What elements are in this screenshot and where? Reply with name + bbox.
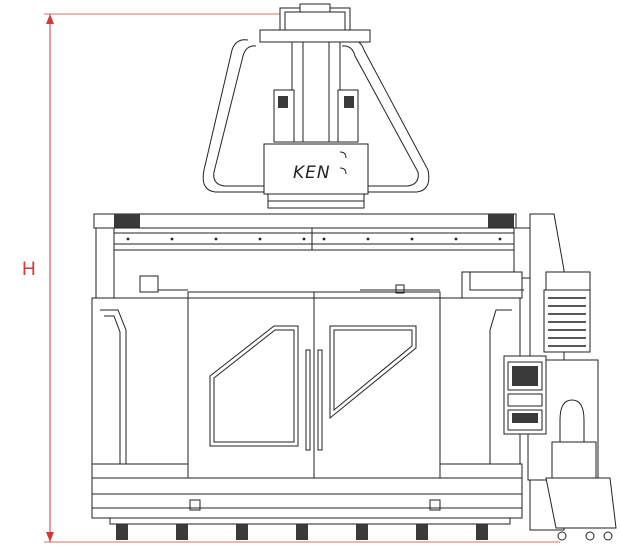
door-window-left [209, 325, 299, 447]
spindle-saddle [263, 143, 369, 209]
machine-enclosure [91, 275, 523, 519]
height-dimension [44, 13, 560, 543]
door-window-right [329, 325, 417, 420]
top-motor-block [259, 3, 371, 43]
base-slots [189, 499, 441, 511]
height-dimension-label: H [22, 259, 36, 280]
spindle-column [273, 41, 359, 143]
brand-logo: KEN [293, 163, 331, 183]
base-feet [109, 517, 511, 540]
control-panel [503, 355, 547, 435]
door-handles [305, 349, 323, 451]
chip-cart [545, 399, 617, 541]
gantry-beam [93, 213, 531, 301]
